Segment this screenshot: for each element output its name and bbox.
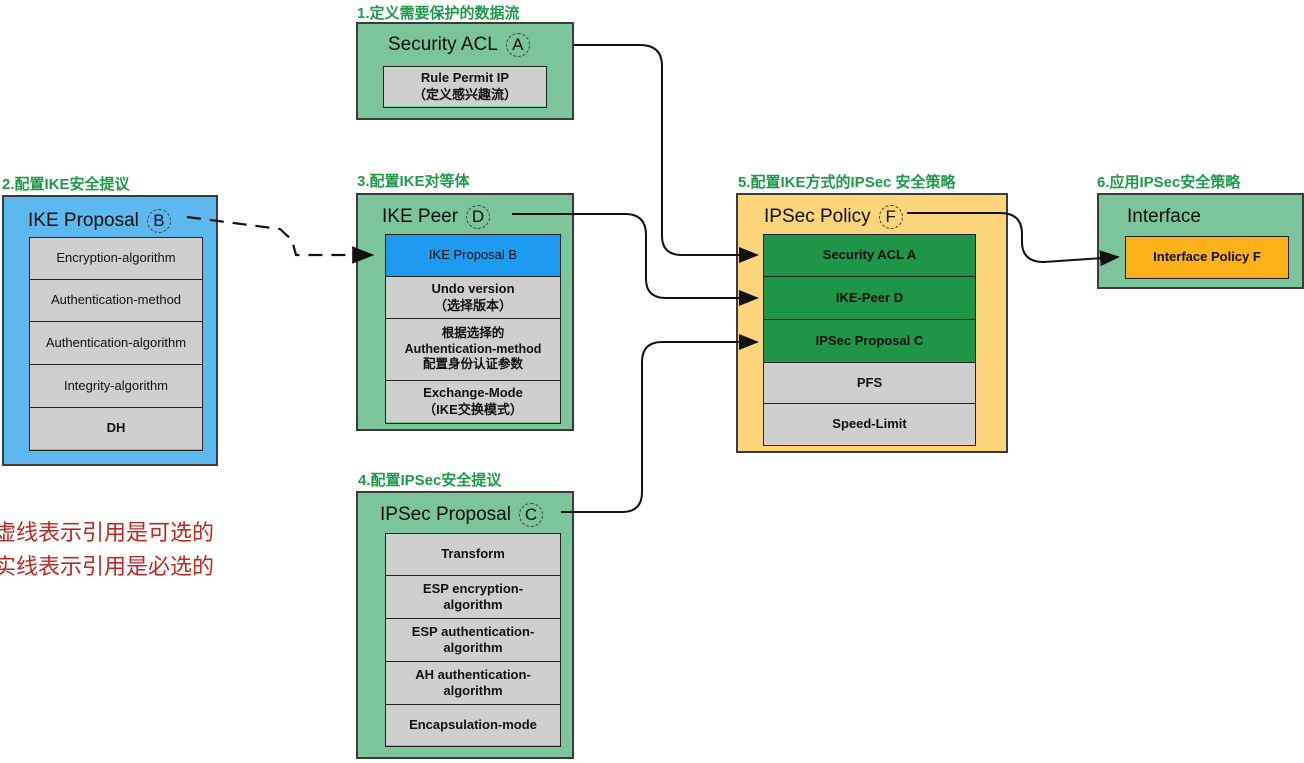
ike-proposal-item: Authentication-algorithm [30, 322, 202, 365]
ipsec-policy-title: IPSec Policy F [764, 205, 903, 229]
connector-peer-to-policy [512, 213, 759, 306]
ipsec-proposal-title-text: IPSec Proposal [380, 504, 511, 525]
ipsec-proposal-box: IPSec Proposal C Transform ESP encryption… [356, 491, 574, 759]
badge-c: C [518, 503, 543, 527]
legend-solid-line: 实线表示引用是必选的 [0, 554, 215, 579]
ike-peer-item: Exchange-Mode （IKE交换模式） [386, 381, 560, 422]
interface-box: Interface Interface Policy F [1097, 193, 1304, 289]
security-acl-title: Security ACL A [388, 33, 530, 57]
ike-peer-list: IKE Proposal B Undo version （选择版本） 根据选择的… [385, 234, 561, 424]
legend: 虚线表示引用是可选的 实线表示引用是必选的 [0, 516, 214, 584]
badge-a: A [505, 33, 530, 57]
acl-rule-item: Rule Permit IP （定义感兴趣流） [384, 67, 546, 106]
interface-title: Interface [1127, 206, 1201, 227]
interface-list: Interface Policy F [1125, 236, 1289, 279]
step-label-1: 1.定义需要保护的数据流 [357, 5, 520, 22]
ipsec-policy-list: Security ACL A IKE-Peer D IPSec Proposal… [763, 234, 976, 446]
step-label-3: 3.配置IKE对等体 [357, 173, 470, 190]
acl-rule-list: Rule Permit IP （定义感兴趣流） [383, 66, 547, 108]
connector-ike-proposal-to-peer [186, 215, 375, 264]
ike-peer-box: IKE Peer D IKE Proposal B Undo version （选… [356, 193, 574, 431]
ike-peer-item: 根据选择的 Authentication-method 配置身份认证参数 [386, 319, 560, 381]
ipsec-policy-title-text: IPSec Policy [764, 206, 871, 227]
ike-peer-title: IKE Peer D [382, 205, 491, 229]
ipsec-policy-item: IKE-Peer D [764, 277, 975, 320]
step-label-6: 6.应用IPSec安全策略 [1097, 174, 1241, 191]
ipsec-proposal-item: Encapsulation-mode [386, 705, 560, 745]
connector-acl-to-policy [574, 44, 759, 263]
ipsec-proposal-item: ESP encryption- algorithm [386, 576, 560, 619]
ike-proposal-box: IKE Proposal B Encryption-algorithm Authe… [2, 195, 218, 466]
ipsec-proposal-item: AH authentication- algorithm [386, 662, 560, 705]
ipsec-policy-item: PFS [764, 363, 975, 404]
ike-proposal-item: Encryption-algorithm [30, 238, 202, 280]
ipsec-proposal-list: Transform ESP encryption- algorithm ESP … [385, 533, 561, 747]
acl-rule-line1: Rule Permit IP [420, 70, 510, 86]
ike-peer-item: IKE Proposal B [386, 235, 560, 277]
ike-proposal-title: IKE Proposal B [28, 209, 171, 233]
interface-policy-item: Interface Policy F [1126, 237, 1288, 277]
ike-peer-title-text: IKE Peer [382, 206, 459, 227]
ike-proposal-item: DH [30, 408, 202, 449]
security-acl-box: Security ACL A Rule Permit IP （定义感兴趣流） [356, 22, 574, 120]
ike-peer-item: Undo version （选择版本） [386, 277, 560, 319]
ike-proposal-item: Authentication-method [30, 280, 202, 322]
badge-f: F [878, 205, 903, 229]
ipsec-proposal-title: IPSec Proposal C [380, 503, 543, 527]
ike-proposal-list: Encryption-algorithm Authentication-meth… [29, 237, 203, 451]
ipsec-policy-item: IPSec Proposal C [764, 320, 975, 363]
step-label-2: 2.配置IKE安全提议 [2, 176, 130, 193]
step-label-4: 4.配置IPSec安全提议 [358, 472, 502, 489]
ipsec-policy-item: Security ACL A [764, 235, 975, 277]
ike-proposal-item: Integrity-algorithm [30, 365, 202, 408]
ipsec-proposal-item: Transform [386, 534, 560, 576]
acl-rule-line2: （定义感兴趣流） [412, 86, 517, 102]
badge-d: D [466, 205, 491, 229]
ipsec-proposal-item: ESP authentication- algorithm [386, 619, 560, 662]
connector-policy-to-interface [907, 212, 1120, 267]
ipsec-policy-item: Speed-Limit [764, 404, 975, 444]
ipsec-policy-box: IPSec Policy F Security ACL A IKE-Peer D … [736, 193, 1008, 453]
connector-ipsec-proposal-to-policy [561, 334, 759, 513]
security-acl-title-text: Security ACL [388, 34, 498, 55]
step-label-5: 5.配置IKE方式的IPSec 安全策略 [738, 174, 956, 191]
badge-b: B [146, 209, 171, 233]
legend-dashed-line: 虚线表示引用是可选的 [0, 520, 215, 545]
ike-proposal-title-text: IKE Proposal [28, 210, 139, 231]
